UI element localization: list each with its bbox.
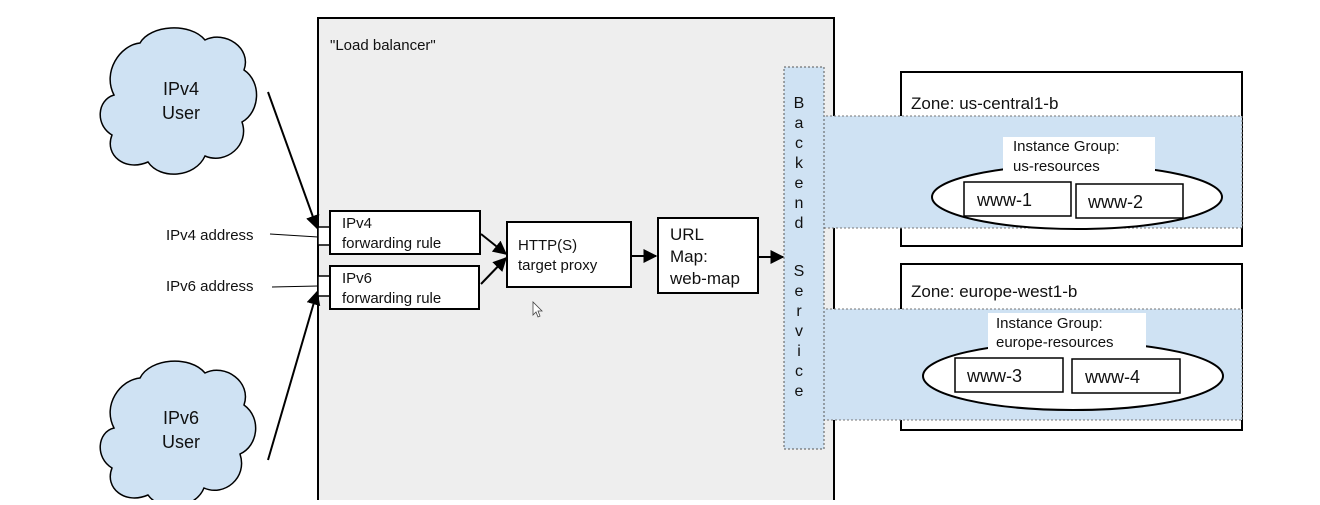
- ipv4-user-arrow: [267, 91, 320, 230]
- ipv6-forwarding-rule-box: [329, 265, 480, 310]
- backend-service-letter: d: [795, 215, 804, 232]
- target-proxy-line2: target proxy: [518, 257, 598, 274]
- mouse-cursor-icon: [532, 301, 543, 318]
- target-proxy-box: [506, 221, 632, 288]
- zone-eu-title: Zone: europe-west1-b: [911, 282, 1077, 301]
- backend-service-letter: c: [795, 135, 803, 152]
- us-instance-group-label-bg: [1003, 137, 1155, 177]
- ipv4-forwarding-rule-box: [329, 210, 481, 255]
- ipv6-forwarding-rule-line1: IPv6: [342, 270, 372, 287]
- instance-box: [963, 181, 1072, 217]
- backend-service-letter: n: [795, 195, 804, 212]
- eu-instance-group-line1: Instance Group:: [996, 315, 1103, 332]
- ipv6-user-label-line2: User: [162, 432, 200, 452]
- ipv6-user-cloud: IPv6 User: [99, 360, 257, 505]
- backend-service-letter: i: [797, 343, 801, 360]
- instance-label: www-4: [1084, 367, 1140, 387]
- backend-service-letter: e: [795, 383, 804, 400]
- eu-instance-group-label-bg: [988, 313, 1146, 352]
- ipv4-address-leader: [269, 233, 319, 238]
- ipv6-rule-to-proxy-arrow: [480, 256, 507, 285]
- url-map-line2: Map:: [670, 247, 708, 266]
- target-proxy-line1: HTTP(S): [518, 237, 577, 254]
- ipv6-user-label-line1: IPv6: [163, 408, 199, 428]
- backend-service-letter: B: [794, 95, 805, 112]
- ipv6-address-leader: [271, 285, 319, 288]
- backend-service-letter: r: [796, 303, 802, 320]
- ipv6-address-port: [317, 275, 331, 297]
- load-balancer-label: "Load balancer": [330, 37, 436, 54]
- ipv6-user-arrow: [267, 290, 321, 461]
- us-instance-group-line1: Instance Group:: [1013, 138, 1120, 155]
- ipv6-forwarding-rule-line2: forwarding rule: [342, 290, 441, 307]
- url-map-box: [657, 217, 759, 294]
- url-map-line1: URL: [670, 225, 704, 244]
- ipv4-forwarding-rule-line1: IPv4: [342, 215, 372, 232]
- backend-service-letter: a: [795, 115, 804, 132]
- backend-service-letter: v: [795, 323, 803, 340]
- ipv4-address-label: IPv4 address: [166, 227, 254, 244]
- us-instance-group-line2: us-resources: [1013, 158, 1100, 175]
- backend-service-letter: c: [795, 363, 803, 380]
- eu-instance-group-line2: europe-resources: [996, 334, 1114, 351]
- backend-service-letter: k: [795, 155, 804, 172]
- ipv4-user-label-line2: User: [162, 103, 200, 123]
- url-map-line3: web-map: [669, 269, 740, 288]
- backend-service-column: [783, 66, 825, 450]
- backend-service-letter: S: [794, 263, 805, 280]
- zone-us-title: Zone: us-central1-b: [911, 94, 1058, 113]
- ipv6-address-label: IPv6 address: [166, 278, 254, 295]
- instance-label: www-3: [966, 366, 1022, 386]
- ipv4-user-cloud: IPv4 User: [99, 27, 258, 175]
- ipv4-rule-to-proxy-arrow: [480, 233, 508, 255]
- instance-label: www-1: [976, 190, 1032, 210]
- ipv4-forwarding-rule-line2: forwarding rule: [342, 235, 441, 252]
- ipv4-user-label-line1: IPv4: [163, 79, 199, 99]
- backend-service-letter: e: [795, 175, 804, 192]
- ipv4-address-port: [317, 226, 331, 246]
- instance-box: [1071, 358, 1181, 394]
- instance-label: www-2: [1087, 192, 1143, 212]
- backend-service-letter: e: [795, 283, 804, 300]
- instance-box: [954, 357, 1064, 393]
- instance-box: [1075, 183, 1184, 219]
